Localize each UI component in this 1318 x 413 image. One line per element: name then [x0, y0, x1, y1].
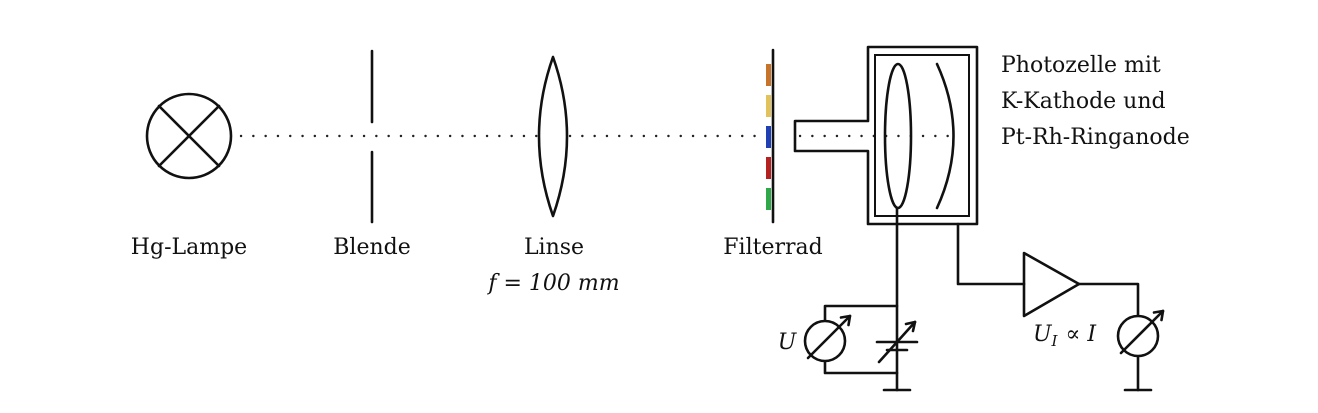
ammeter-icon — [1116, 309, 1165, 358]
filter-green — [766, 188, 771, 210]
hg-lamp-icon — [145, 92, 233, 180]
hg-lamp-label: Hg-Lampe — [131, 235, 247, 260]
photocell-icon — [793, 45, 979, 226]
voltmeter-icon — [803, 314, 852, 363]
aperture-label: Blende — [333, 235, 411, 260]
filter-yellow — [766, 95, 771, 117]
voltage-label: U — [778, 330, 798, 355]
filter-wheel-icon — [766, 48, 775, 224]
lens-label: Linse — [524, 235, 584, 260]
filter-red — [766, 157, 771, 179]
filter-blue — [766, 126, 771, 148]
filter-orange — [766, 64, 771, 86]
current-circuit — [956, 222, 1153, 392]
voltage-circuit — [823, 206, 919, 392]
cathode-icon — [935, 62, 955, 210]
lens-icon — [537, 55, 569, 218]
amplifier-icon — [1022, 251, 1081, 318]
photocell-label-line-2: K-Kathode und — [1001, 89, 1166, 114]
filter-wheel-label: Filterrad — [723, 235, 822, 260]
photocell-label-line-3: Pt-Rh-Ringanode — [1001, 125, 1190, 150]
lens-focal-length: f = 100 mm — [486, 271, 619, 296]
current-voltage-label: UI∝ I — [1033, 322, 1097, 350]
photocell-label-line-1: Photozelle mit — [1001, 53, 1161, 78]
